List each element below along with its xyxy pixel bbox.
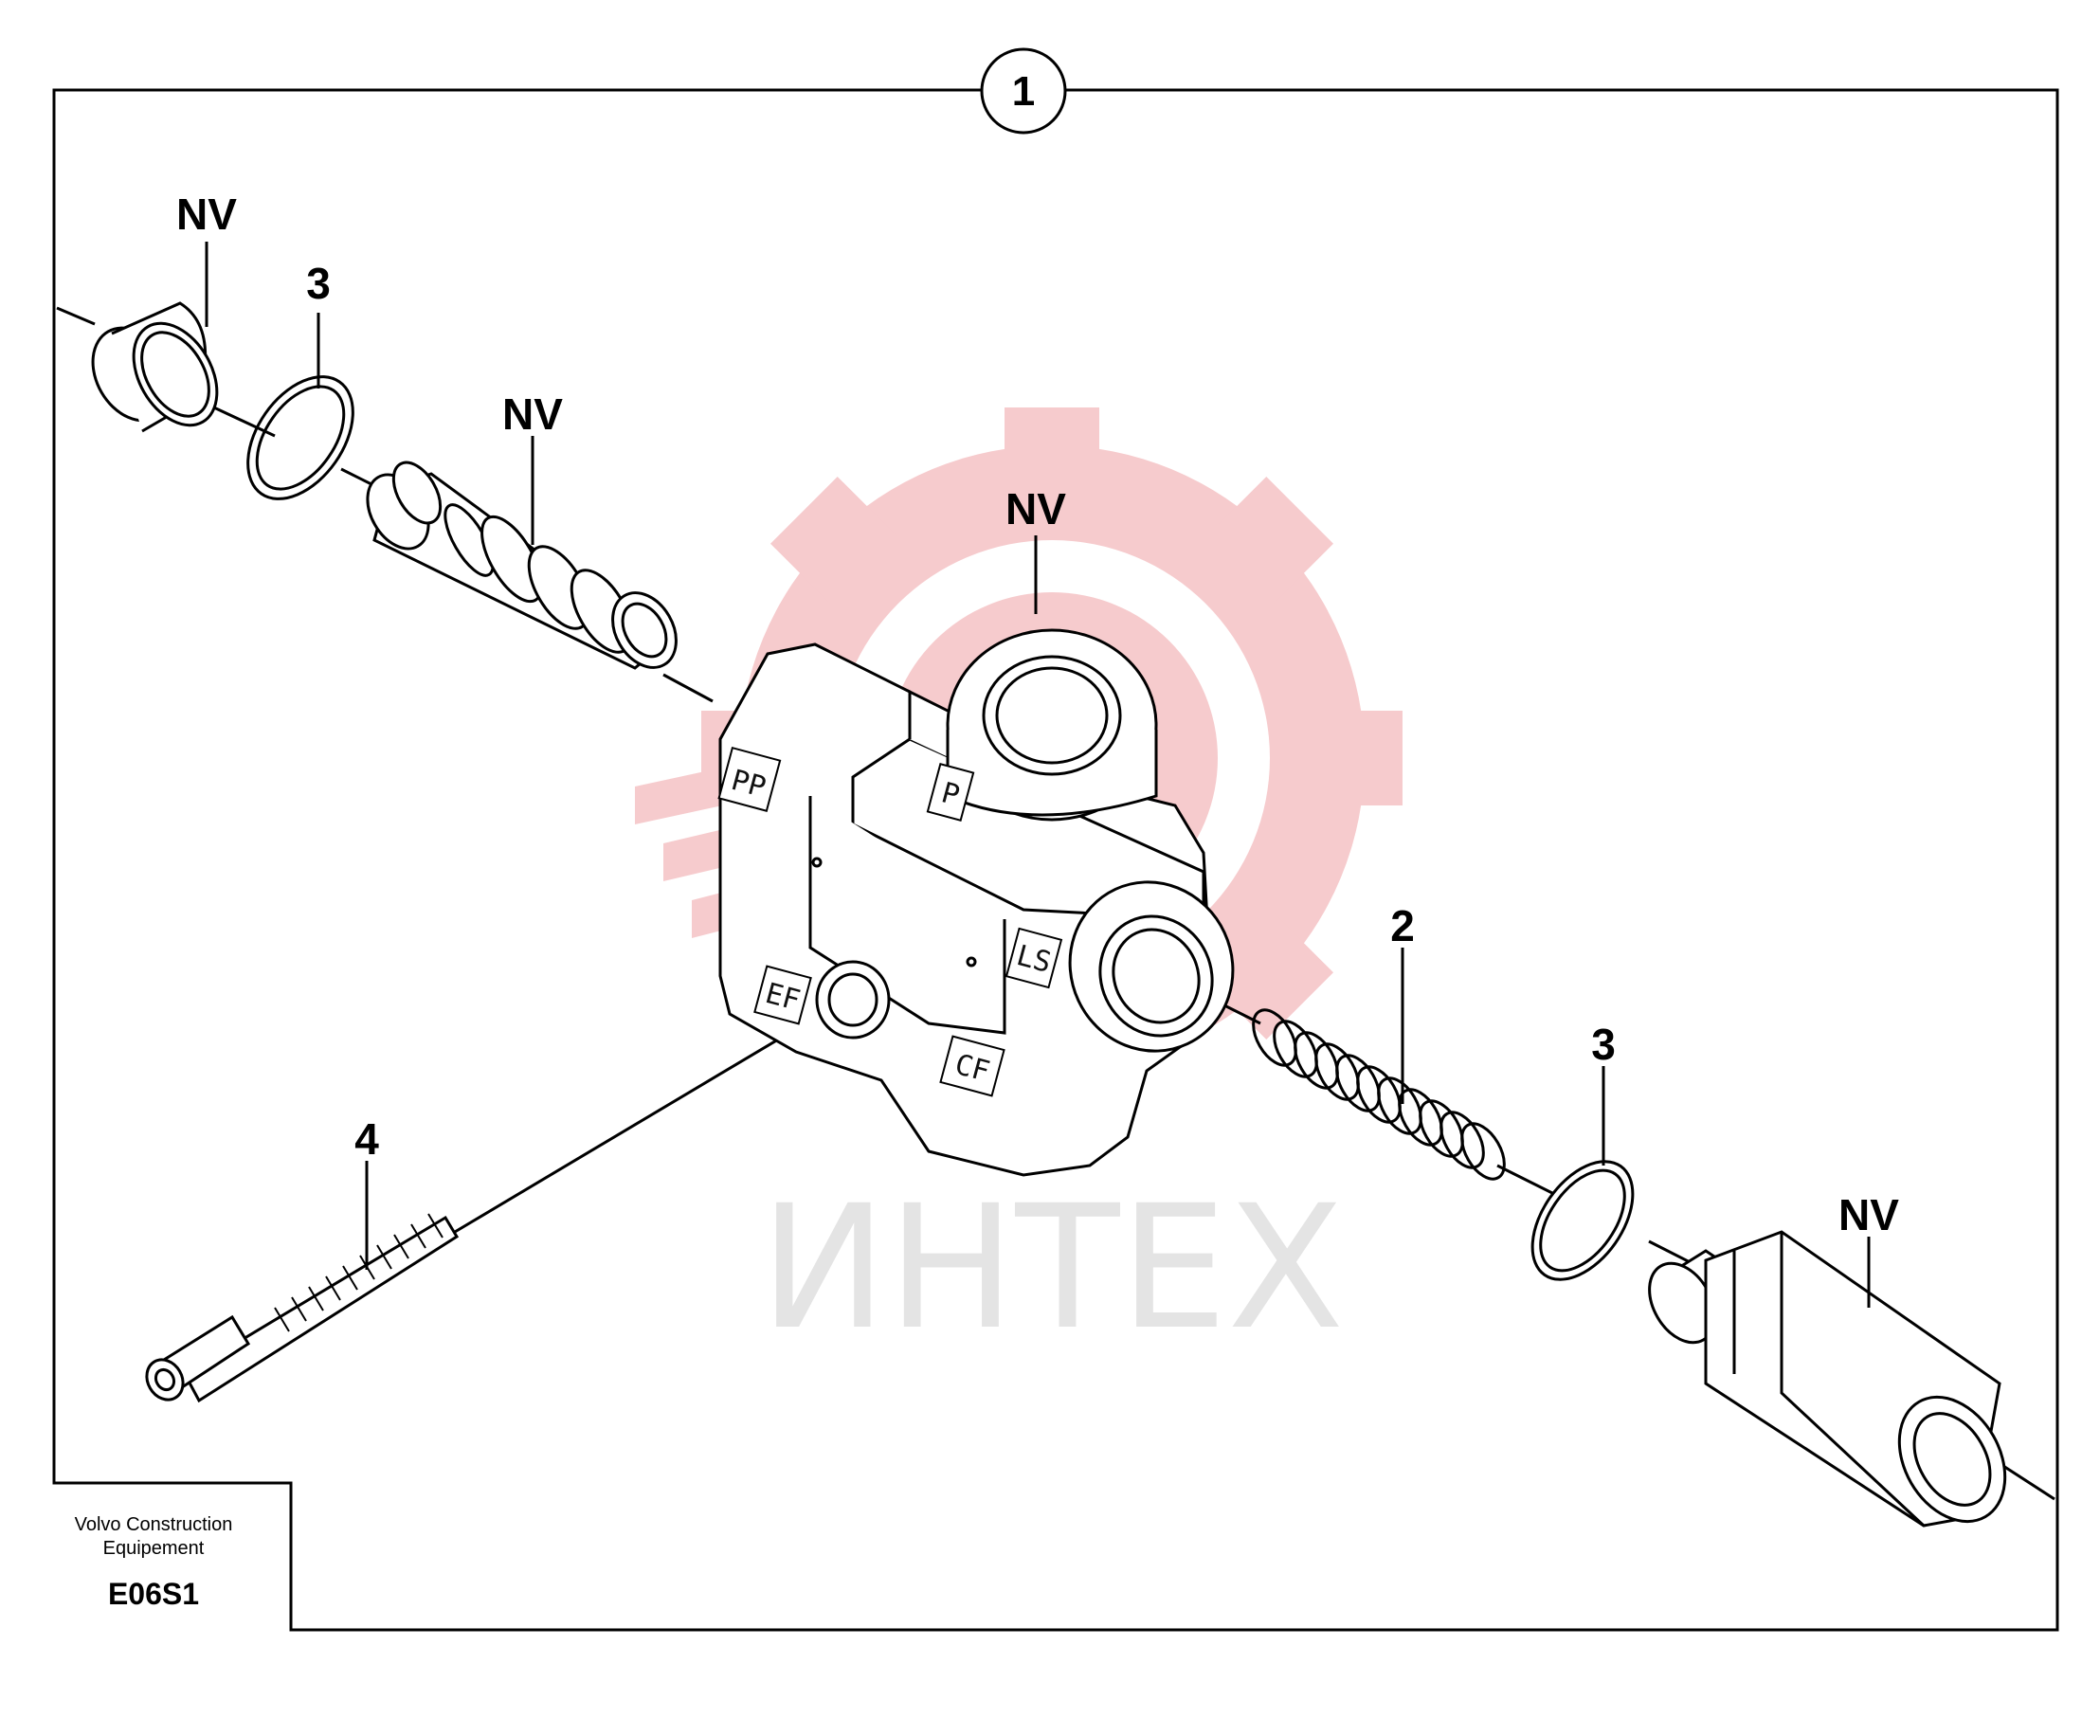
end-plug [91, 301, 219, 433]
valve-body [718, 628, 1235, 1177]
group-number-badge: 1 [980, 47, 1067, 135]
callout-2-spring: 2 [1390, 901, 1415, 950]
end-fitting [1648, 1230, 2007, 1528]
figure-code: E06S1 [108, 1577, 199, 1611]
manufacturer-line-1: Volvo Construction [75, 1514, 233, 1535]
seal-ring-left [246, 375, 354, 500]
watermark-text: ИНТЕХ [760, 1169, 1345, 1367]
callout-nv-spool: NV [502, 389, 563, 439]
port-labels [717, 746, 1063, 1097]
callout-3-left-seal: 3 [306, 259, 331, 308]
group-number: 1 [1012, 68, 1035, 115]
callout-leader-lines [205, 242, 1871, 1308]
diagram-frame [52, 88, 2059, 1632]
seal-ring-right [1530, 1160, 1635, 1281]
callout-4-screw: 4 [354, 1114, 379, 1164]
callout-nv-plug: NV [176, 190, 237, 239]
spring [1252, 1008, 1506, 1181]
callout-nv-body: NV [1005, 484, 1066, 533]
manufacturer-line-2: Equipement [103, 1538, 205, 1559]
callout-nv-fitting: NV [1838, 1190, 1899, 1239]
cap-screw [145, 1213, 460, 1403]
valve-spool [366, 461, 678, 670]
callout-3-right-seal: 3 [1591, 1020, 1616, 1069]
